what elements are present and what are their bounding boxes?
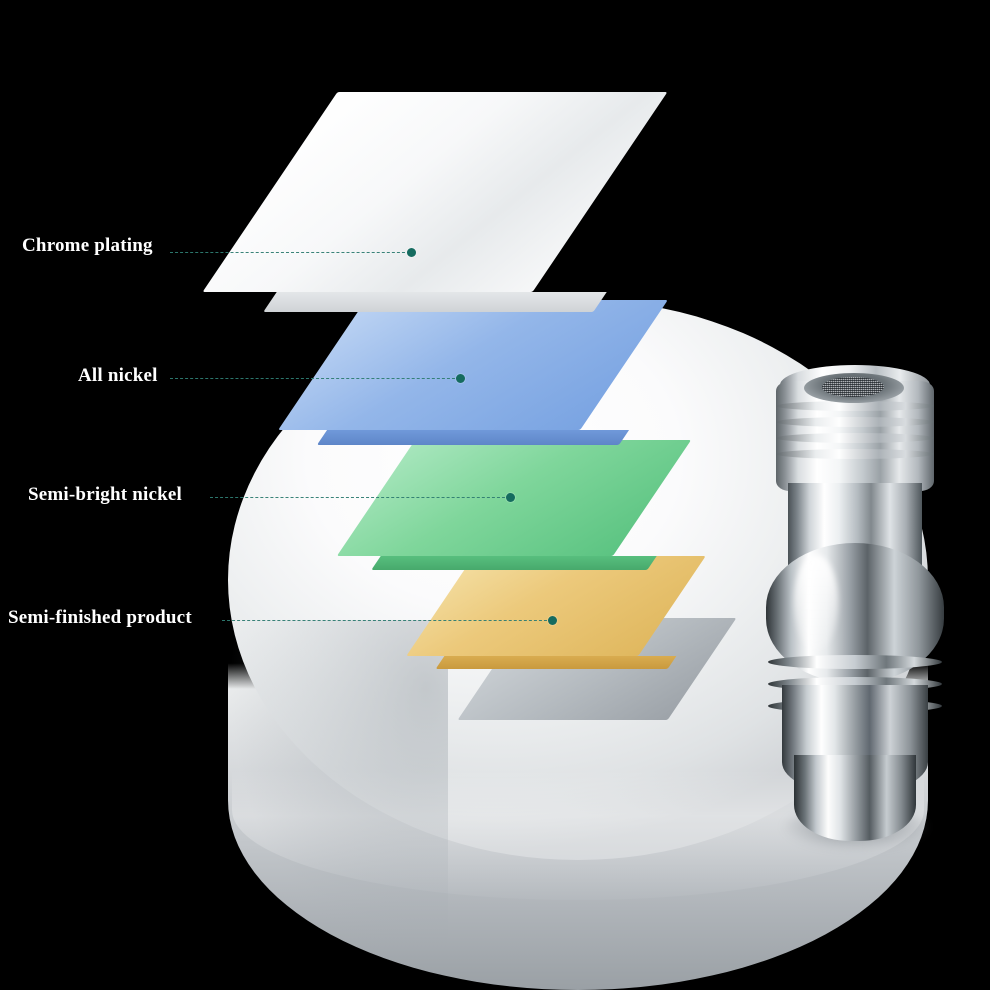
product-head-thread <box>776 433 934 443</box>
layer-all-nickel <box>278 300 668 445</box>
product-specular-highlight <box>794 555 838 651</box>
platform-shadow <box>228 620 448 960</box>
product-ring <box>768 655 942 669</box>
faucet-aerator-product <box>742 355 962 855</box>
product-head-thread <box>776 401 934 411</box>
label-chrome-plating: Chrome plating <box>22 235 153 256</box>
aerator-mesh-screen <box>822 377 884 397</box>
product-base <box>794 755 916 841</box>
leader-dot-semi-bright-nickel <box>506 493 515 502</box>
layer-semi-finished-product <box>406 556 706 669</box>
label-semi-finished-product: Semi-finished product <box>8 607 192 628</box>
leader-line-chrome-plating <box>170 252 410 253</box>
leader-line-all-nickel <box>170 378 460 379</box>
product-head-thread <box>776 417 934 427</box>
leader-line-semi-bright-nickel <box>210 497 510 498</box>
layer-chrome-plating <box>202 92 668 312</box>
leader-dot-chrome-plating <box>407 248 416 257</box>
label-semi-bright-nickel: Semi-bright nickel <box>28 484 183 505</box>
leader-line-semi-finished-product <box>222 620 552 621</box>
label-all-nickel: All nickel <box>78 365 158 386</box>
product-head-thread <box>776 449 934 459</box>
leader-dot-semi-finished-product <box>548 616 557 625</box>
leader-dot-all-nickel <box>456 374 465 383</box>
